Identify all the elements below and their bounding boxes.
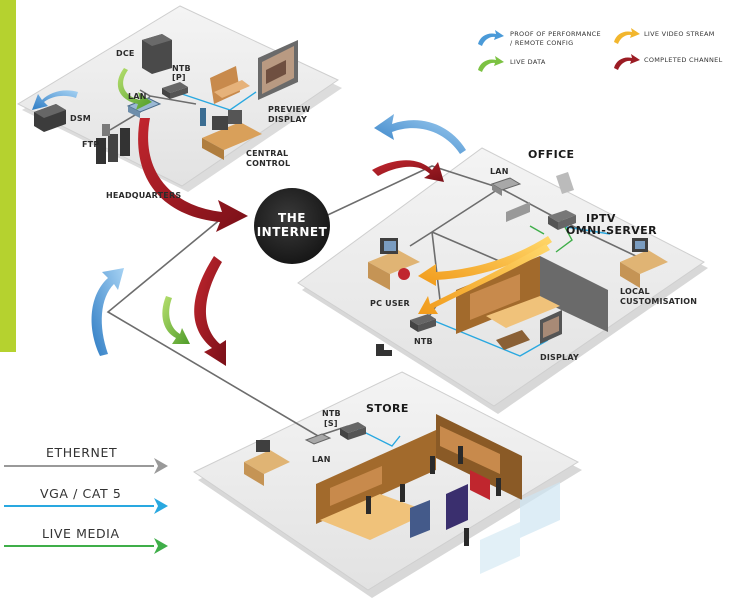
cable-legend: ETHERNET VGA / CAT 5 LIVE MEDIA (4, 445, 168, 554)
office-ntb-label: NTB (414, 337, 433, 346)
flow-legend: PROOF OF PERFORMANCE / REMOTE CONFIG LIV… (478, 28, 723, 72)
proof-arrow-hq (32, 90, 78, 110)
ntb-p-device-icon (162, 82, 188, 99)
legend-live-video-icon (614, 28, 640, 44)
office-lan-switch-icon (490, 177, 522, 196)
iptv-omni-server-icon (506, 172, 576, 230)
hq-control-label: CONTROL (246, 159, 290, 168)
legend-live-media-label: LIVE MEDIA (42, 526, 120, 541)
hq-platform (16, 5, 342, 192)
store-ntb-sub-label: [S] (324, 419, 338, 428)
office-omni-label: OMNI-SERVER (566, 224, 657, 237)
completed-channel-arrow-store (194, 256, 226, 366)
office-lan-label: LAN (490, 167, 509, 176)
office-display-label: DISPLAY (540, 353, 579, 362)
preview-display-icon (258, 40, 298, 100)
hq-preview-label: PREVIEW (268, 105, 310, 114)
ftp-server-icon (96, 124, 130, 164)
live-video-arrow-ntb (418, 244, 550, 314)
store-title: STORE (366, 402, 409, 415)
hq-ftp-label: FTP (82, 140, 99, 149)
office-iptv-label: IPTV (586, 212, 616, 225)
internet-label-line2: INTERNET (257, 225, 328, 239)
hq-central-label: CENTRAL (246, 149, 288, 158)
store-ntb-device-icon (340, 422, 366, 440)
store-people-icon (366, 446, 501, 546)
office-customisation-label: CUSTOMISATION (620, 297, 697, 306)
hq-dce-label: DCE (116, 49, 135, 58)
central-control-desk-icon (200, 108, 262, 160)
accent-bar (0, 0, 16, 352)
legend-proof-icon (478, 30, 504, 46)
local-customisation-desk-icon (620, 238, 668, 288)
office-stairs-icon (376, 344, 392, 356)
vga-cables (175, 91, 611, 447)
live-media-line-icon (4, 538, 168, 554)
internet-cloud: THE INTERNET (254, 188, 330, 264)
completed-channel-arrow-hq (138, 118, 248, 232)
dce-server-icon (142, 34, 172, 74)
legend-vga-label: VGA / CAT 5 (40, 486, 121, 501)
legend-proof-label-2: / REMOTE CONFIG (510, 39, 573, 47)
sofa-icon (210, 66, 250, 104)
live-video-arrow-pc (418, 236, 552, 286)
proof-arrow-store (91, 268, 124, 356)
live-data-arrow-hq (117, 68, 152, 110)
office-local-label: LOCAL (620, 287, 650, 296)
store-lan-label: LAN (312, 455, 331, 464)
store-lan-switch-icon (304, 433, 332, 445)
hq-lan-label: LAN (128, 92, 147, 101)
legend-live-data-label: LIVE DATA (510, 58, 546, 66)
live-data-arrow-store (162, 296, 190, 344)
hq-preview-sub-label: DISPLAY (268, 115, 307, 124)
office-display-icon (540, 310, 562, 344)
office-pc-user-label: PC USER (370, 299, 410, 308)
hq-dsm-label: DSM (70, 114, 91, 123)
completed-channel-arrow-office (372, 160, 444, 182)
legend-ethernet-label: ETHERNET (46, 445, 117, 460)
pc-user-desk-icon (368, 238, 420, 290)
hq-title: HEADQUARTERS (106, 191, 181, 200)
hq-ntb-label: NTB (172, 64, 191, 73)
legend-proof-label: PROOF OF PERFORMANCE (510, 30, 601, 38)
legend-live-video-label: LIVE VIDEO STREAM (644, 30, 715, 38)
office-title: OFFICE (528, 148, 574, 161)
store-ntb-label: NTB (322, 409, 341, 418)
internet-label-line1: THE (278, 211, 306, 225)
office-showroom-icon (456, 256, 608, 350)
legend-completed-icon (614, 54, 640, 70)
vga-line-icon (4, 498, 168, 514)
legend-live-data-icon (478, 56, 504, 72)
store-desk-icon (244, 440, 290, 486)
legend-completed-label: COMPLETED CHANNEL (644, 56, 723, 64)
proof-arrow-office (374, 114, 466, 154)
hq-ntb-sub-label: [P] (172, 73, 186, 82)
ethernet-line-icon (4, 458, 168, 474)
office-ntb-device-icon (410, 314, 436, 332)
dsm-device-icon (34, 104, 66, 132)
